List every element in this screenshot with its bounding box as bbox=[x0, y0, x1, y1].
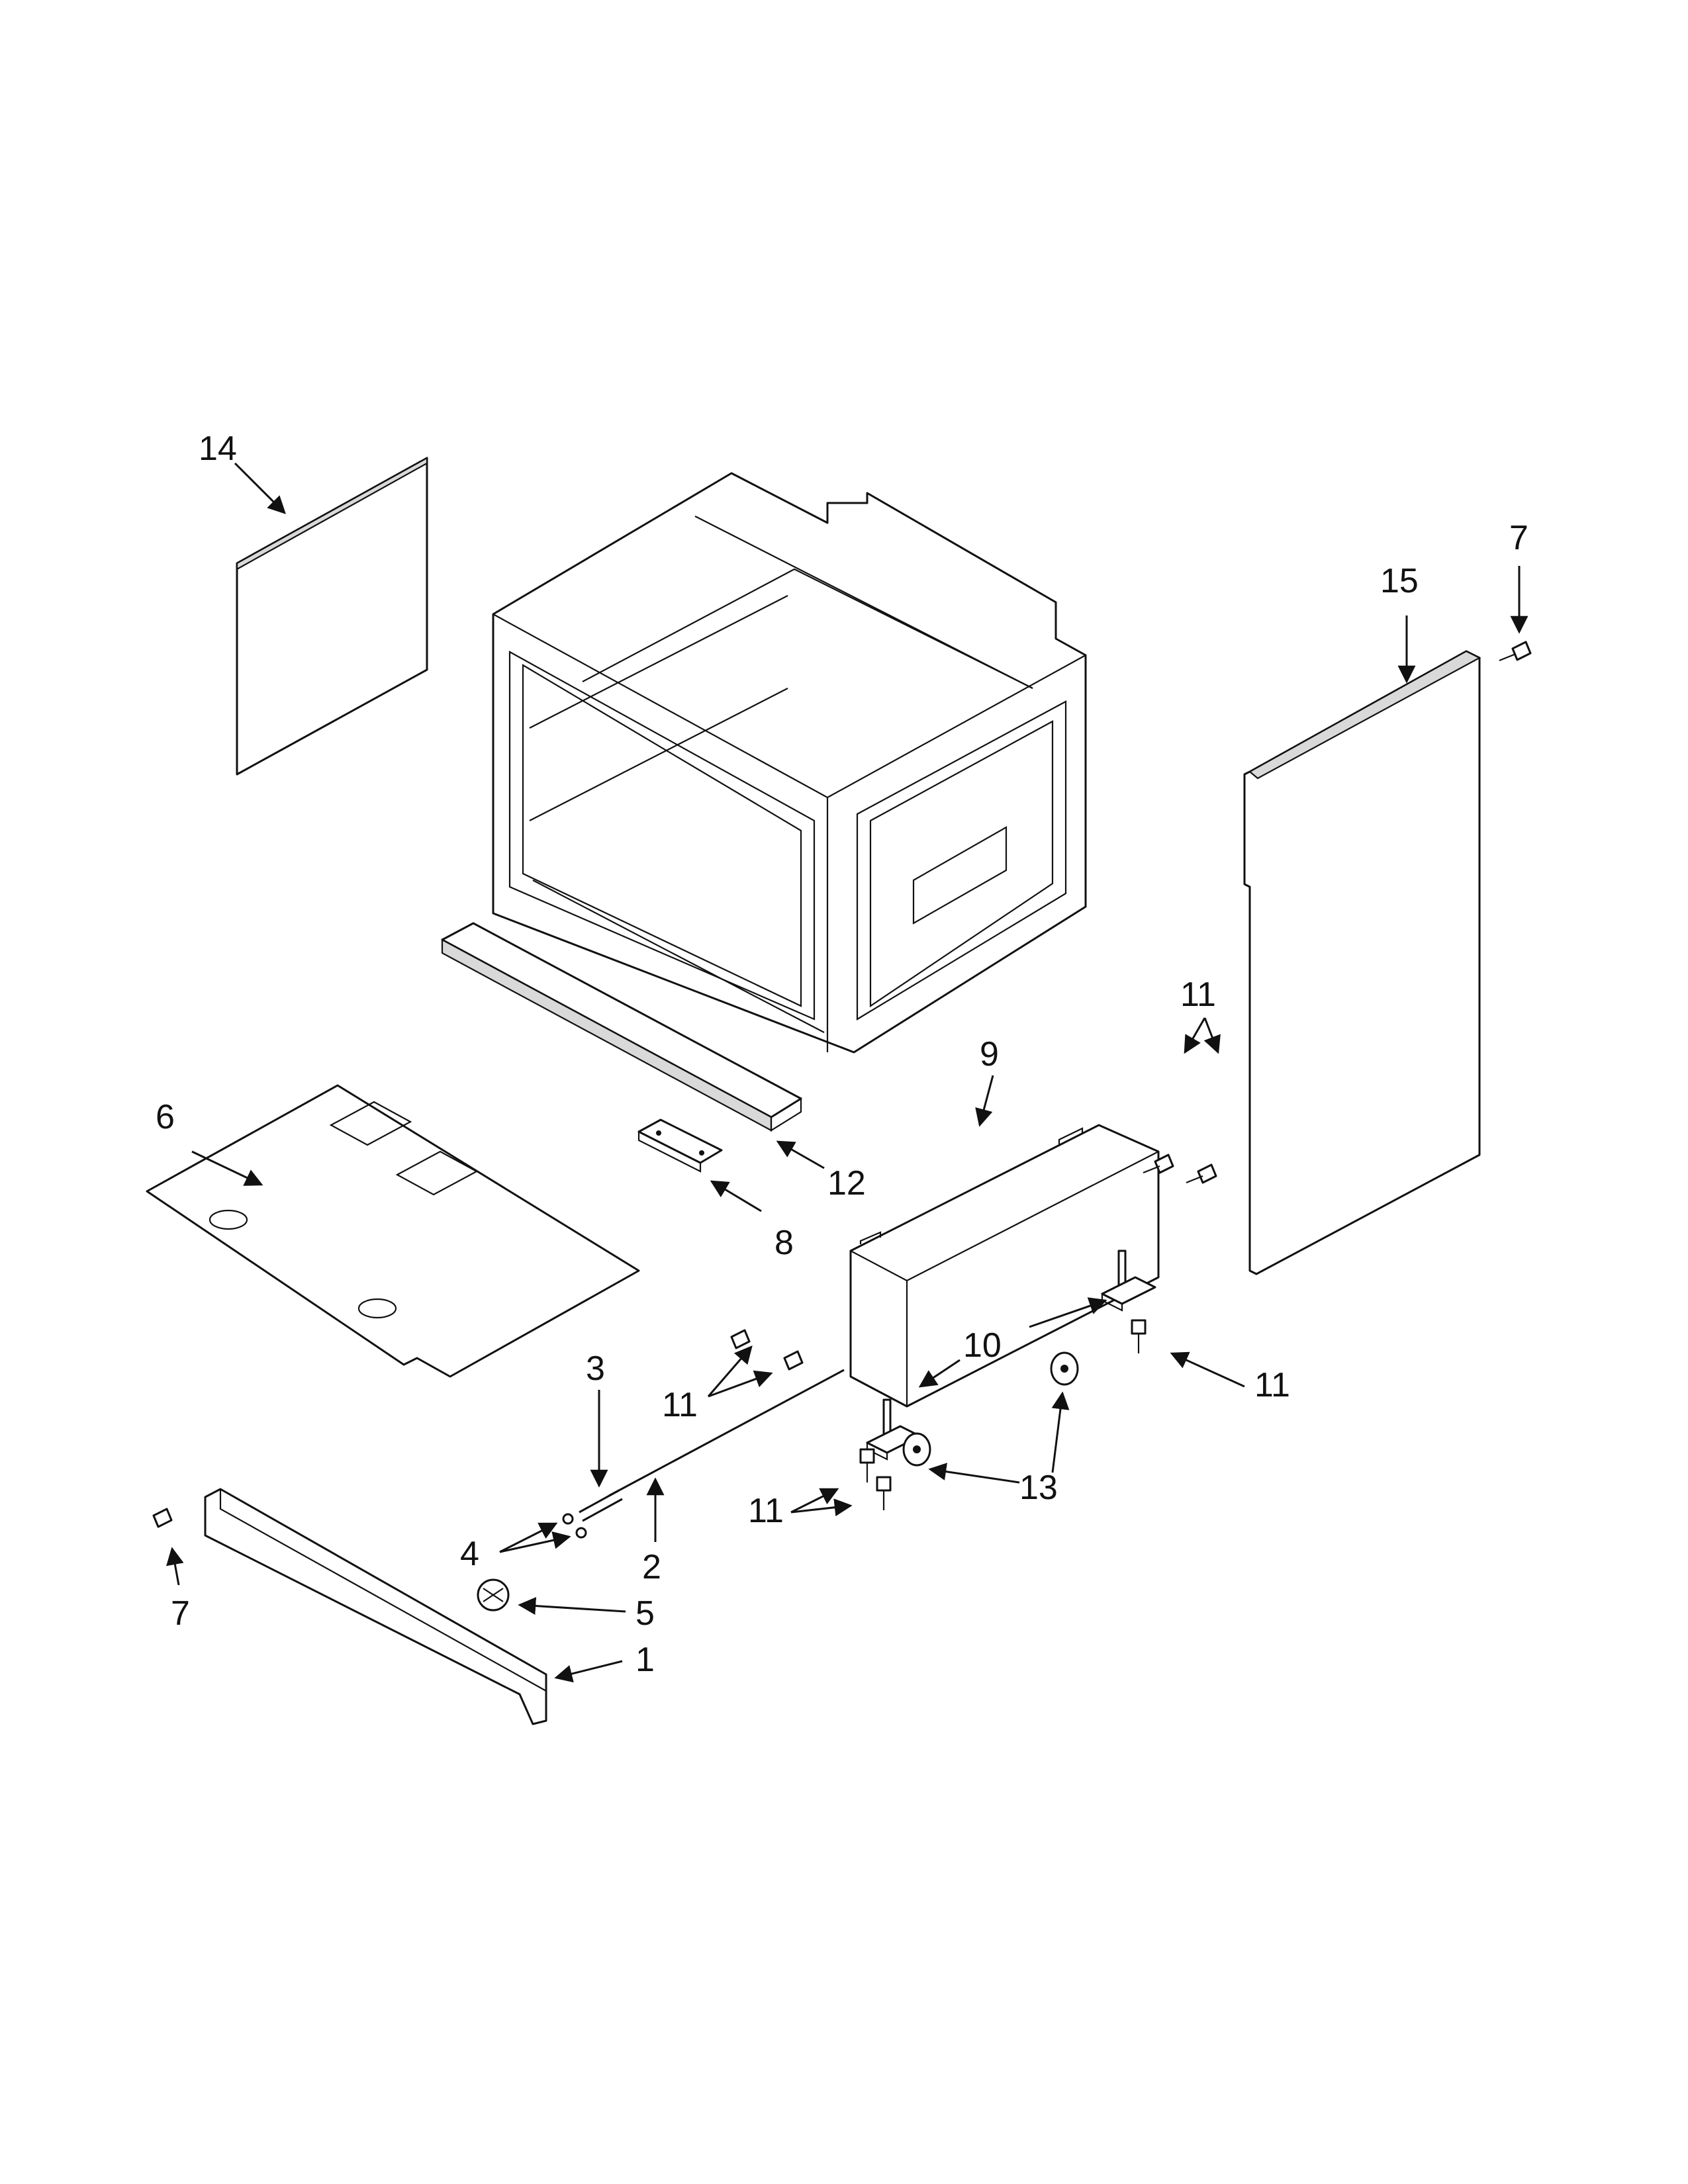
callout-8: 8 bbox=[774, 1224, 794, 1262]
caster bbox=[902, 1432, 931, 1467]
callout-13: 13 bbox=[1019, 1469, 1058, 1507]
callout-6: 6 bbox=[156, 1098, 175, 1136]
callouts: 14 7 15 11 6 9 12 8 10 11 11 3 13 11 4 2… bbox=[156, 430, 1528, 1679]
rod bbox=[608, 1369, 845, 1497]
caster bbox=[1050, 1351, 1079, 1386]
callout-11: 11 bbox=[1254, 1366, 1290, 1404]
screw bbox=[783, 1350, 804, 1371]
callout-2: 2 bbox=[642, 1548, 661, 1586]
callout-11: 11 bbox=[1180, 976, 1216, 1014]
leader-lines bbox=[166, 462, 1528, 1683]
callout-7: 7 bbox=[171, 1594, 190, 1633]
oven-cavity bbox=[492, 472, 1087, 1054]
side-panel-right bbox=[1243, 650, 1481, 1275]
screw bbox=[730, 1329, 751, 1349]
pin bbox=[579, 1489, 623, 1522]
callout-11: 11 bbox=[748, 1492, 784, 1530]
callout-14: 14 bbox=[199, 430, 237, 468]
callout-9: 9 bbox=[980, 1035, 999, 1073]
callout-15: 15 bbox=[1380, 562, 1419, 600]
kick-plate bbox=[204, 1488, 547, 1725]
screw bbox=[1131, 1319, 1147, 1353]
small-bracket bbox=[637, 1118, 723, 1173]
screw bbox=[859, 1448, 875, 1482]
callout-3: 3 bbox=[586, 1349, 605, 1388]
knob-hub bbox=[477, 1578, 510, 1612]
screw bbox=[876, 1476, 892, 1510]
callout-10: 10 bbox=[963, 1326, 1002, 1365]
side-panel-left bbox=[236, 457, 428, 776]
callout-12: 12 bbox=[827, 1164, 866, 1203]
leveling-tray bbox=[849, 1124, 1160, 1408]
callout-5: 5 bbox=[635, 1594, 655, 1633]
front-rail bbox=[441, 922, 802, 1132]
screw bbox=[1499, 641, 1532, 662]
callout-7: 7 bbox=[1509, 519, 1528, 557]
callout-4: 4 bbox=[460, 1535, 479, 1573]
screw bbox=[1143, 1154, 1174, 1174]
bottom-plate bbox=[146, 1084, 640, 1378]
washer bbox=[562, 1513, 587, 1539]
screw bbox=[1186, 1163, 1217, 1184]
callout-11: 11 bbox=[662, 1386, 698, 1424]
callout-1: 1 bbox=[635, 1641, 655, 1679]
screw bbox=[152, 1508, 173, 1528]
